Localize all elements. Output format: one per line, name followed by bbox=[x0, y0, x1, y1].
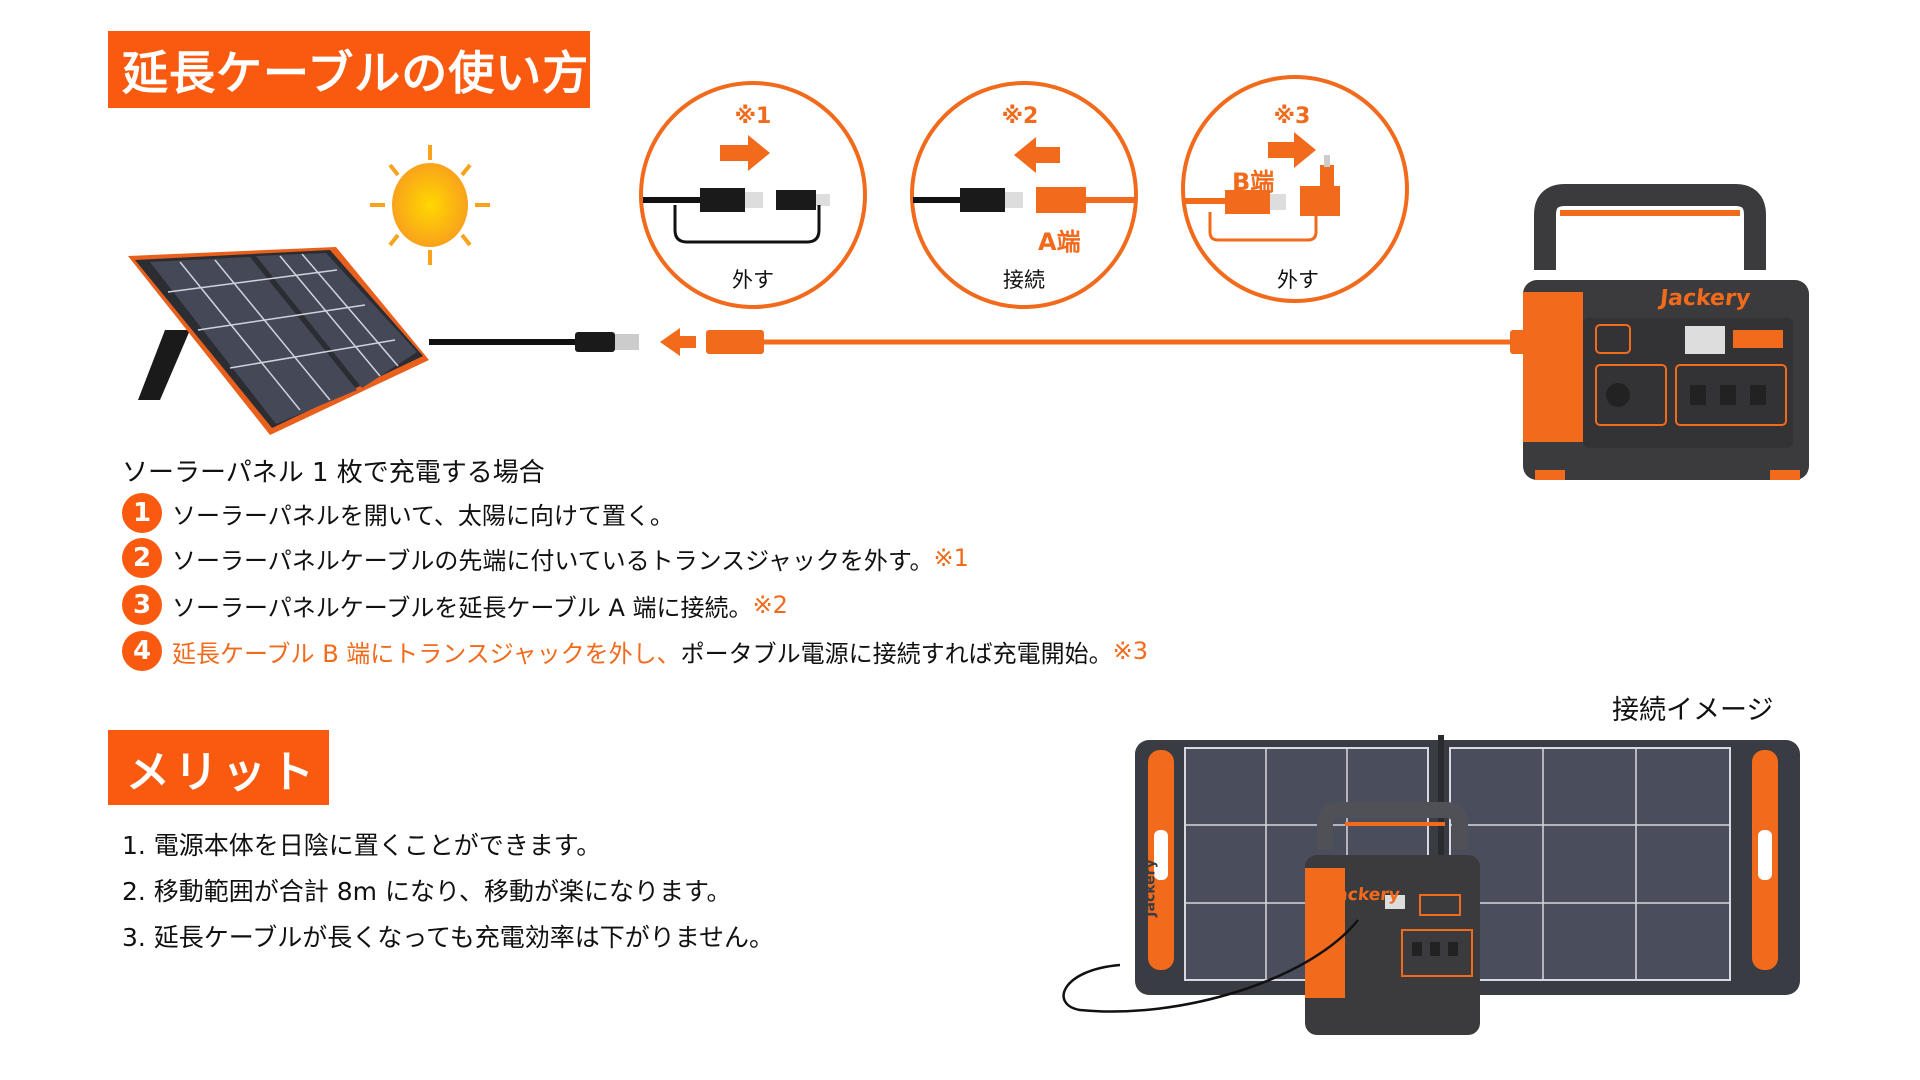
circle-3-note: ※3 bbox=[1273, 104, 1311, 129]
circle-2-note: ※2 bbox=[1001, 104, 1039, 129]
image-station-brand-logo: Jackery bbox=[1328, 885, 1401, 905]
step-text: ソーラーパネルを開いて、太陽に向けて置く。 bbox=[172, 501, 674, 530]
station-brand-logo: Jackery bbox=[1658, 286, 1752, 311]
step-1: 1 ソーラーパネルを開いて、太陽に向けて置く。 bbox=[122, 493, 674, 533]
step-text: ソーラーパネルケーブルの先端に付いているトランスジャックを外す。 bbox=[172, 546, 934, 575]
step-text: ソーラーパネルケーブルを延長ケーブル A 端に接続。 bbox=[172, 593, 753, 622]
merit-heading: メリット bbox=[108, 730, 329, 805]
step-number: 3 bbox=[122, 585, 162, 625]
step-3: 3 ソーラーパネルケーブルを延長ケーブル A 端に接続。 ※2 bbox=[122, 585, 788, 625]
step-2: 2 ソーラーパネルケーブルの先端に付いているトランスジャックを外す。 ※1 bbox=[122, 538, 969, 578]
sun-icon bbox=[370, 145, 490, 265]
merit-item: 1. 電源本体を日陰に置くことができます。 bbox=[122, 831, 602, 860]
step-circle-1 bbox=[639, 81, 867, 309]
step-highlight: 延長ケーブル B 端にトランスジャックを外し、 bbox=[172, 639, 681, 668]
connection-image-label: 接続イメージ bbox=[1612, 695, 1774, 726]
arrow-left-icon bbox=[660, 328, 696, 356]
connection-image bbox=[1062, 735, 1800, 1035]
connection-diagram bbox=[128, 75, 1809, 480]
portable-power-station-image bbox=[1523, 184, 1809, 480]
step-note: ※2 bbox=[752, 591, 788, 619]
end-b-label: B端 bbox=[1232, 168, 1275, 196]
circle-1-note: ※1 bbox=[734, 104, 772, 129]
step-note: ※3 bbox=[1112, 637, 1148, 665]
circle-1-label: 外す bbox=[732, 268, 774, 292]
instructions-heading: ソーラーパネル 1 枚で充電する場合 bbox=[122, 458, 545, 488]
step-note: ※1 bbox=[933, 544, 969, 572]
solar-panel-image bbox=[128, 247, 429, 435]
merit-item: 3. 延長ケーブルが長くなっても充電効率は下がりません。 bbox=[122, 923, 775, 952]
circle-3-label: 外す bbox=[1277, 268, 1319, 292]
image-panel-brand-logo: Jackery bbox=[1142, 859, 1159, 917]
step-number: 1 bbox=[122, 493, 162, 533]
circle-2-label: 接続 bbox=[1003, 268, 1045, 292]
step-circle-2 bbox=[910, 81, 1138, 309]
step-number: 4 bbox=[122, 631, 162, 671]
step-circle-3 bbox=[1181, 75, 1409, 303]
step-4: 4 延長ケーブル B 端にトランスジャックを外し、 ポータブル電源に接続すれば充… bbox=[122, 631, 1148, 671]
page-title: 延長ケーブルの使い方 bbox=[108, 31, 590, 108]
merit-item: 2. 移動範囲が合計 8m になり、移動が楽になります。 bbox=[122, 877, 732, 906]
step-number: 2 bbox=[122, 538, 162, 578]
step-text: ポータブル電源に接続すれば充電開始。 bbox=[680, 639, 1113, 668]
end-a-label: A端 bbox=[1038, 228, 1081, 256]
